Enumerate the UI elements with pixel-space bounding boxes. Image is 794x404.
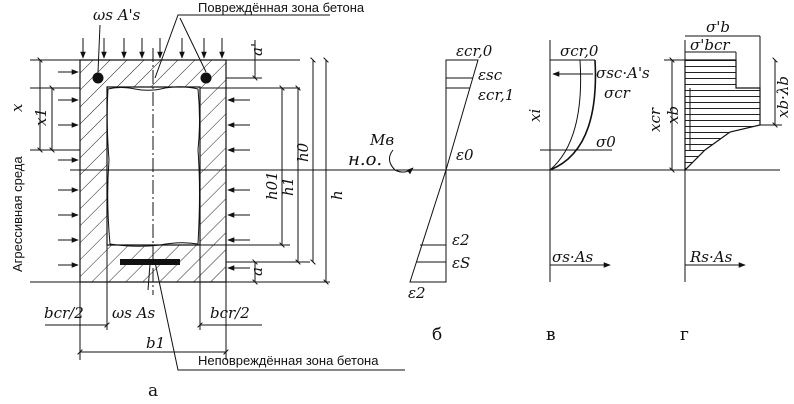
- sig0-label: σ0: [596, 133, 616, 151]
- top-load-arrows: [80, 38, 225, 59]
- h0-label: h0: [294, 142, 312, 162]
- sig-cr-label: σcr: [604, 84, 631, 102]
- h01-label: h01: [263, 171, 281, 200]
- panel-a-label: а: [148, 381, 158, 401]
- eps0-label: ε0: [456, 146, 474, 164]
- x1-label: x1: [32, 108, 50, 126]
- bcr-right-label: bcr/2: [210, 304, 250, 322]
- moment-label: Mв: [369, 131, 394, 149]
- sig-b-label: σ'b: [706, 18, 730, 36]
- xi-label: xi: [526, 109, 544, 122]
- sig-sc-label: σsc·A's: [596, 64, 650, 82]
- neutral-axis-label: н.о.: [348, 149, 382, 170]
- damaged-zone-label: Повреждённая зона бетона: [198, 0, 365, 15]
- cross-section: ωs A's Повреждённая зона бетона a' x x1 …: [8, 0, 780, 401]
- top-rebar-left: [92, 72, 104, 84]
- block-diagram: σ'b σ'bcr xcr xb xb·λb Rs·As г: [646, 18, 792, 345]
- undamaged-core-outline: [106, 86, 200, 247]
- panel-b-label: б: [432, 325, 442, 345]
- stress-bottom-label: σs·As: [552, 248, 594, 266]
- top-rebar-label: ωs A's: [93, 6, 141, 24]
- sig-cr0-label: σcr,0: [560, 42, 599, 60]
- bcr-left-label: bcr/2: [44, 304, 84, 322]
- h1-label: h1: [279, 177, 297, 196]
- panel-g-label: г: [680, 325, 689, 345]
- stress-diagram: σcr,0 σsc·A's σcr xi σ0 σs·As в: [526, 40, 650, 345]
- bottom-rebar-label: ωs As: [112, 304, 156, 322]
- eps-cr1-label: εcr,1: [478, 86, 514, 104]
- panel-v-label: в: [546, 325, 556, 345]
- strain-diagram: εcr,0 εsc εcr,1 ε0 Mв н.о. ε2 εS ε2 б: [348, 42, 514, 345]
- eps2-upper-label: ε2: [452, 231, 470, 249]
- top-rebar-right: [200, 72, 212, 84]
- x-label: x: [8, 103, 26, 112]
- xb-lambda-label: xb·λb: [774, 76, 792, 118]
- x-cr-label: xcr: [646, 107, 664, 132]
- x-b-label: xb: [664, 106, 682, 124]
- stress-block: [684, 59, 761, 172]
- block-bottom-label: Rs·As: [689, 248, 733, 266]
- epsS-label: εS: [452, 254, 470, 272]
- eps-sc-label: εsc: [478, 66, 503, 84]
- h-label: h: [328, 190, 346, 200]
- b1-label: b1: [146, 334, 165, 352]
- sig-bcr-label: σ'bcr: [690, 36, 730, 54]
- a-top-label: a': [248, 43, 266, 56]
- eps2-lower-label: ε2: [408, 284, 426, 302]
- environment-label: Агрессивная среда: [10, 156, 25, 272]
- bottom-rebar: [120, 259, 180, 265]
- eps-cr0-label: εcr,0: [456, 42, 493, 60]
- undamaged-zone-label: Неповреждённая зона бетона: [198, 353, 379, 368]
- left-side-arrows: [58, 69, 79, 268]
- a-bottom-label: a: [248, 267, 266, 276]
- right-side-arrows: [227, 97, 250, 271]
